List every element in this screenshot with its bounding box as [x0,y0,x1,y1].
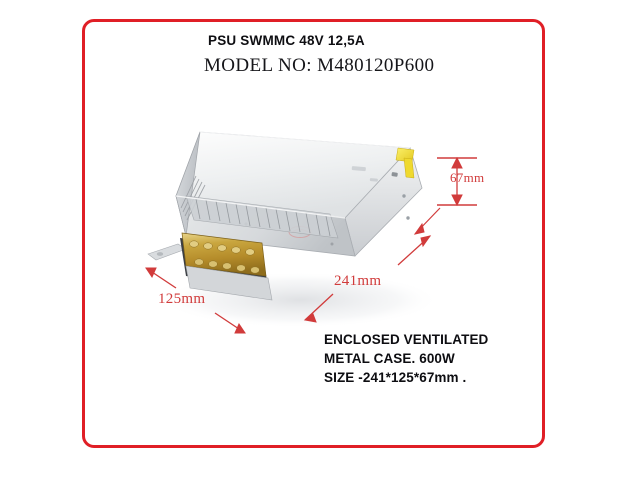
model-number: MODEL NO: M480120P600 [204,55,435,76]
product-title: PSU SWMMC 48V 12,5A [208,33,365,48]
red-border-frame [82,19,545,448]
dimension-label-width: 125mm [158,291,206,307]
spec-line-enclosure: ENCLOSED VENTILATED [324,332,489,347]
spec-line-size: SIZE -241*125*67mm . [324,370,467,385]
dimension-label-height: 67mm [450,170,485,185]
dimension-label-length: 241mm [334,273,382,289]
spec-line-case-power: METAL CASE. 600W [324,351,455,366]
specification-text-block: ENCLOSED VENTILATED METAL CASE. 600W SIZ… [324,330,488,387]
